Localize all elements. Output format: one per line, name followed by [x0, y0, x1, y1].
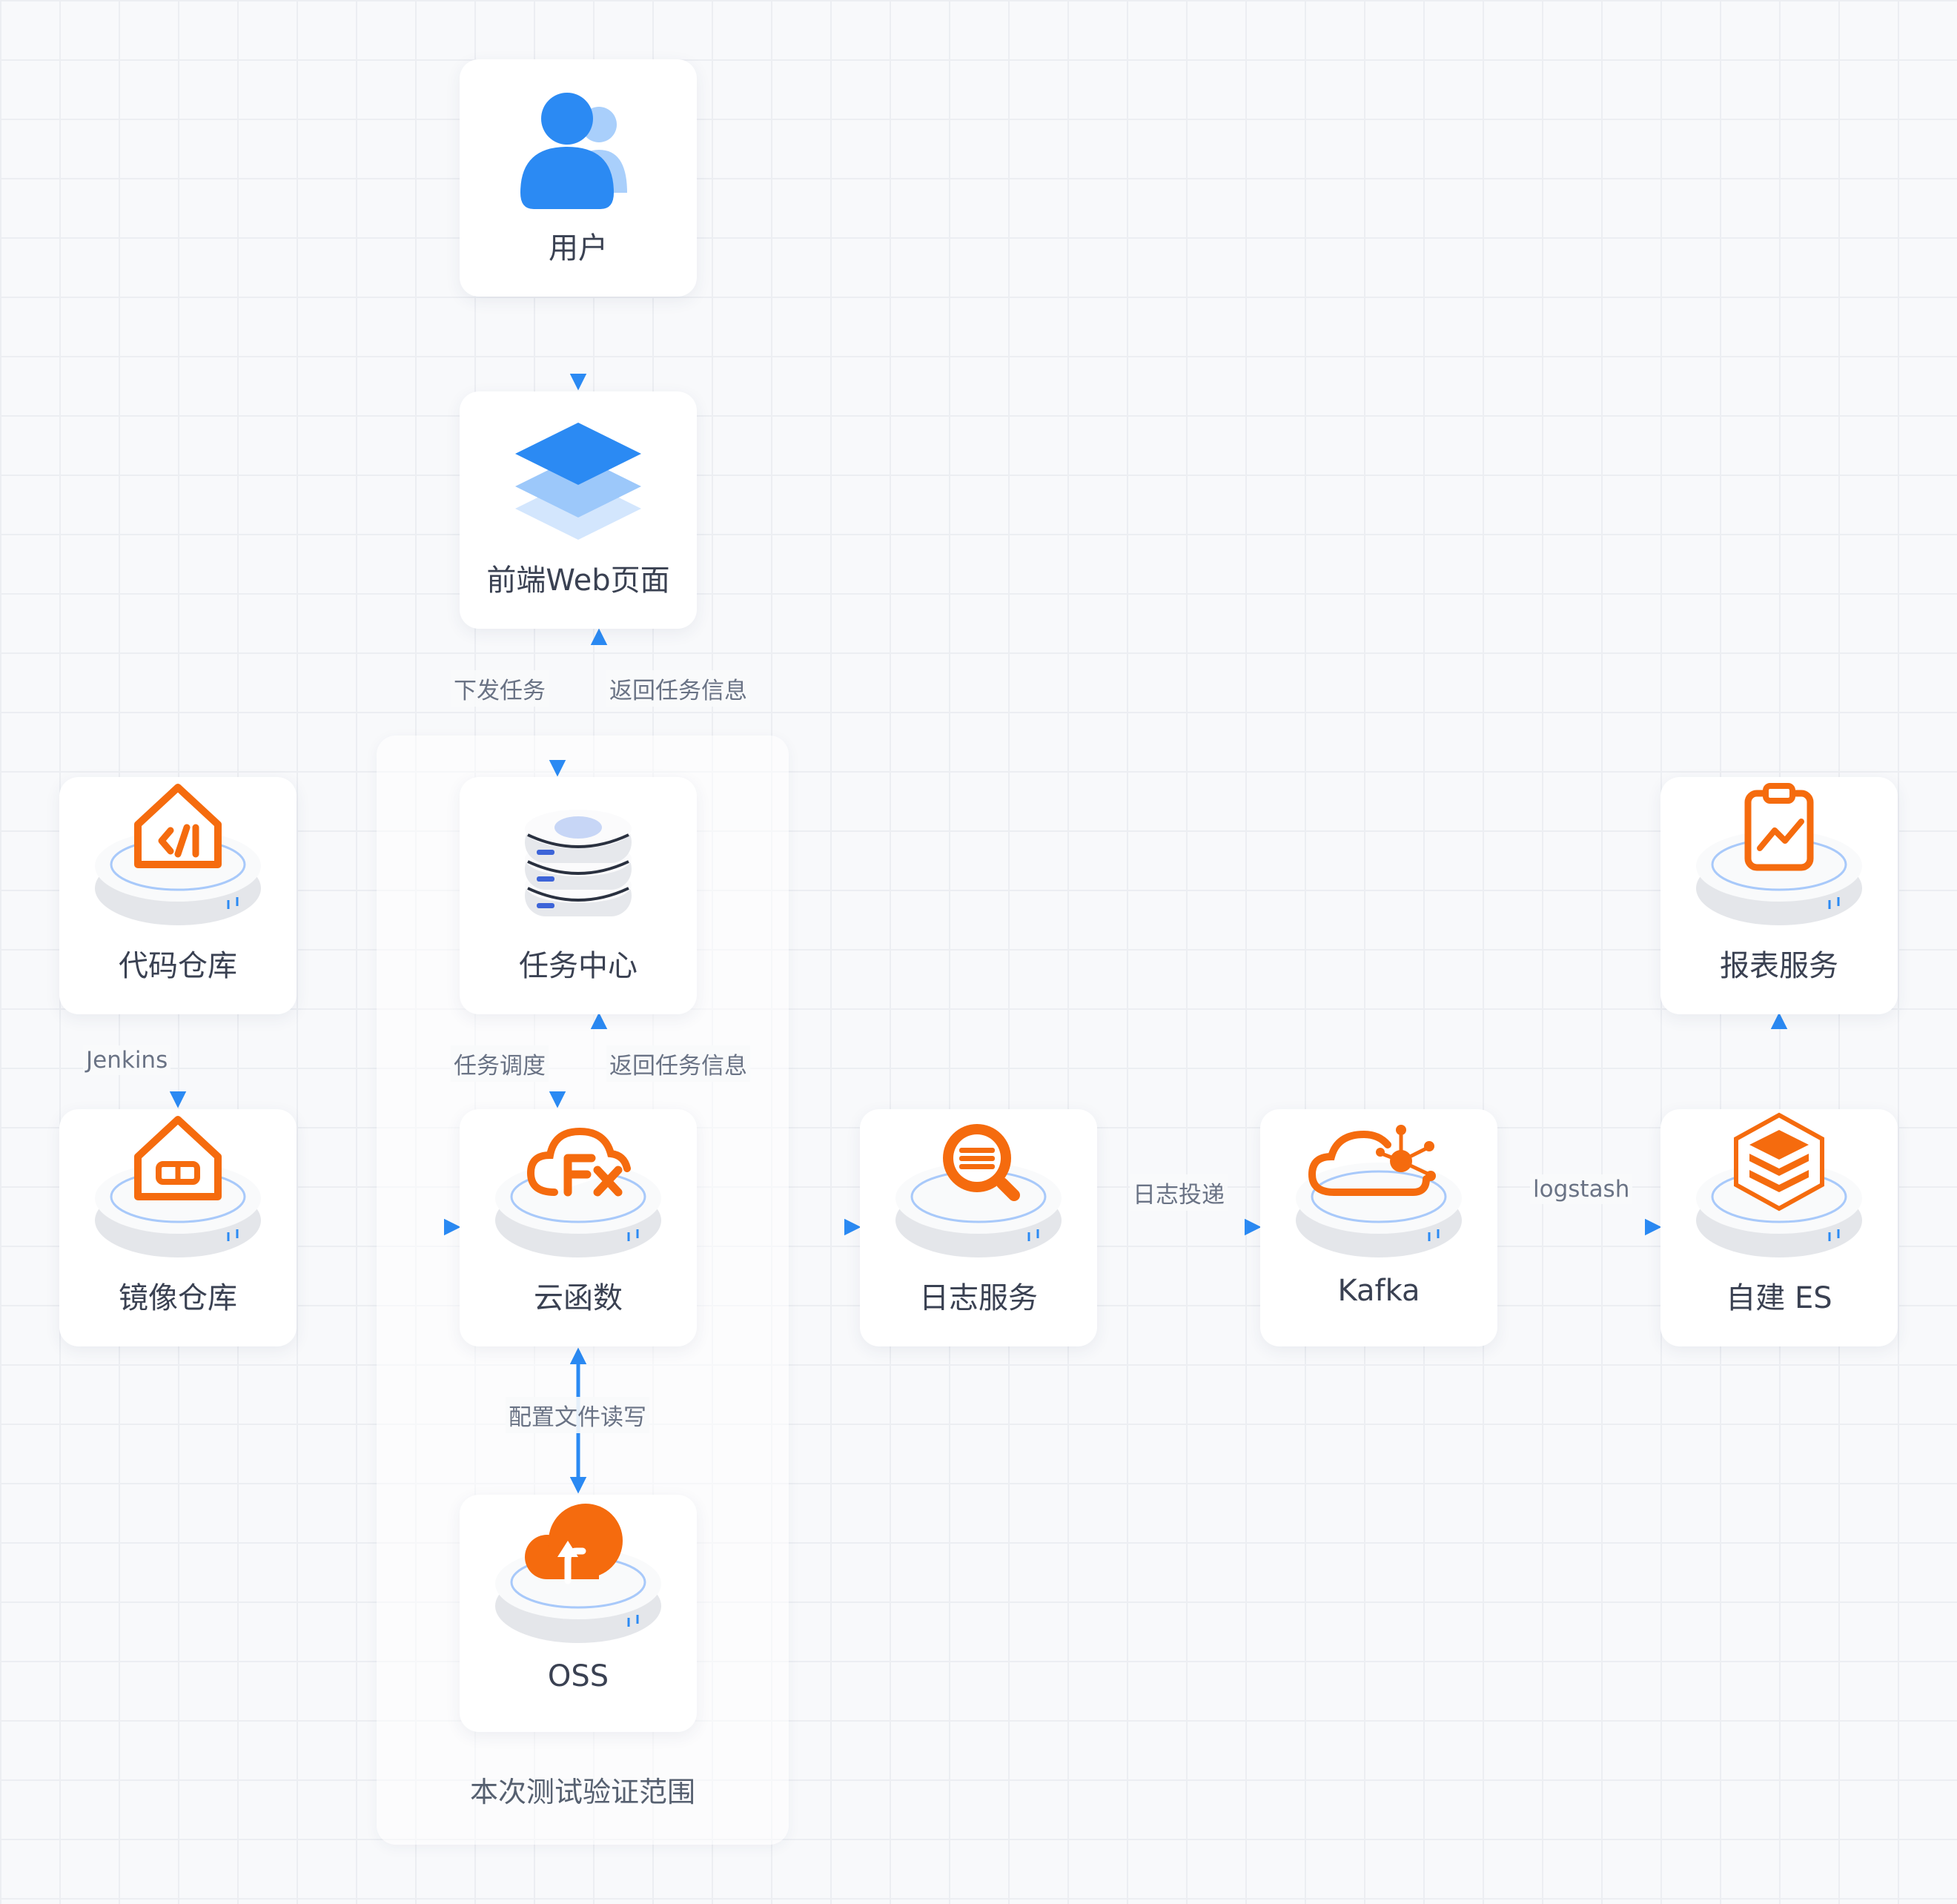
- edge-label-config-rw: 配置文件读写: [506, 1397, 649, 1433]
- code-house-icon: [95, 784, 261, 925]
- node-label: 自建 ES: [1726, 1281, 1832, 1315]
- node-label: 云函数: [534, 1281, 623, 1315]
- node-label: OSS: [547, 1659, 609, 1693]
- node-log-service[interactable]: 日志服务: [860, 1109, 1097, 1346]
- node-report[interactable]: 报表服务: [1660, 777, 1898, 1014]
- node-user[interactable]: 用户: [460, 59, 697, 297]
- edge-label-return-mid: 返回任务信息: [606, 1045, 750, 1082]
- edge-label-schedule: 任务调度: [451, 1045, 549, 1082]
- node-code-repo[interactable]: 代码仓库: [59, 777, 297, 1014]
- edge-label-log-delivery: 日志投递: [1130, 1174, 1228, 1211]
- node-label: 用户: [549, 231, 608, 265]
- node-cloud-function[interactable]: 云函数: [460, 1109, 697, 1346]
- edge-label-return-top: 返回任务信息: [606, 670, 750, 707]
- layers-icon: [515, 423, 641, 540]
- cloud-network-icon: [1296, 1125, 1462, 1257]
- database-icon: [525, 810, 632, 916]
- node-label: 日志服务: [919, 1281, 1038, 1315]
- node-frontend[interactable]: 前端Web页面: [460, 391, 697, 629]
- node-oss[interactable]: OSS: [460, 1495, 697, 1732]
- edge-label-logstash: logstash: [1530, 1174, 1633, 1204]
- node-task-center[interactable]: 任务中心: [460, 777, 697, 1014]
- node-kafka[interactable]: Kafka: [1260, 1109, 1497, 1346]
- report-clipboard-icon: [1696, 783, 1862, 925]
- cloud-upload-icon: [495, 1504, 661, 1643]
- stack-hexagon-icon: [1696, 1112, 1862, 1257]
- node-es[interactable]: 自建 ES: [1660, 1109, 1898, 1346]
- node-label: 代码仓库: [119, 949, 237, 983]
- user-group-icon: [520, 93, 627, 209]
- edge-label-jenkins: Jenkins: [83, 1045, 171, 1075]
- edge-label-dispatch: 下发任务: [451, 670, 549, 707]
- node-label: 镜像仓库: [119, 1281, 237, 1315]
- node-label: 前端Web页面: [486, 563, 670, 598]
- log-search-icon: [895, 1124, 1062, 1257]
- group-label: 本次测试验证范围: [469, 1776, 695, 1808]
- node-image-repo[interactable]: 镜像仓库: [59, 1109, 297, 1346]
- node-label: 任务中心: [519, 949, 638, 983]
- container-house-icon: [95, 1116, 261, 1257]
- cloud-fx-icon: [495, 1127, 661, 1257]
- node-label: 报表服务: [1720, 949, 1838, 983]
- node-label: Kafka: [1337, 1274, 1420, 1308]
